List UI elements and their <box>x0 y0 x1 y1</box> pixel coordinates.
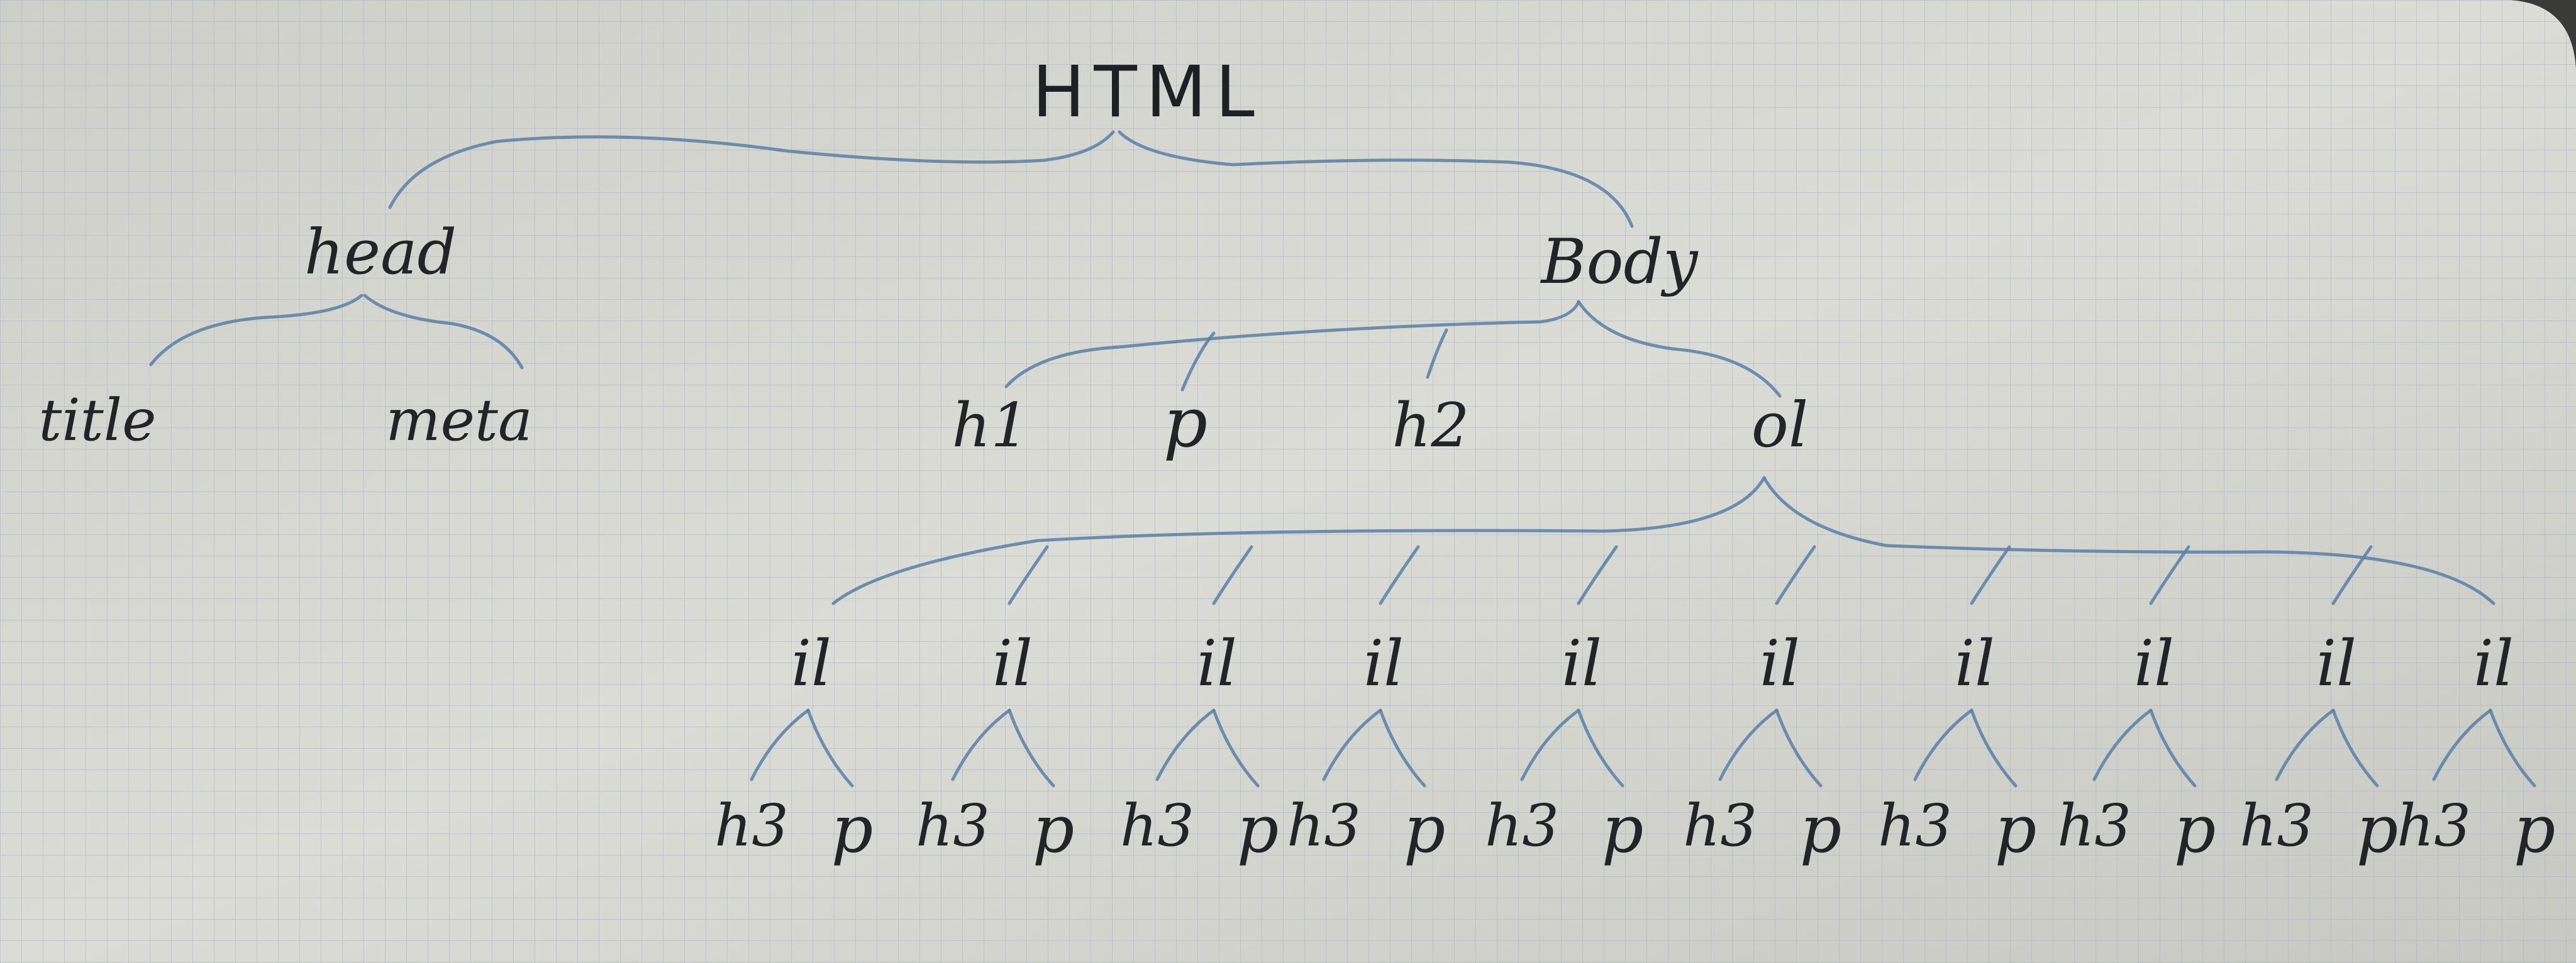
item-il-3: il <box>1197 627 1237 700</box>
edge-body-ol <box>1577 300 1782 398</box>
item-il-9: il <box>2316 627 2357 700</box>
edge-ol-item-3 <box>1212 545 1253 605</box>
edge-il-h3-8 <box>2092 708 2153 781</box>
node-h2: h2 <box>1392 390 1470 461</box>
edge-html-body <box>1118 130 1634 228</box>
edge-ol-right <box>1762 476 2496 605</box>
edge-head-meta <box>363 294 524 370</box>
edge-ol-left <box>831 476 1766 605</box>
edge-il-p-8 <box>2149 708 2197 788</box>
node-head: head <box>304 217 457 289</box>
item-p-3: p <box>1237 791 1279 867</box>
item-h3-2: h3 <box>916 792 990 859</box>
edge-il-p-4 <box>1379 708 1426 788</box>
item-il-8: il <box>2134 627 2174 700</box>
node-body: Body <box>1540 226 1699 298</box>
item-p-9: p <box>2357 791 2399 867</box>
item-h3-10: h3 <box>2397 792 2471 859</box>
edge-ol-item-4 <box>1379 545 1420 605</box>
edge-il-h3-4 <box>1322 708 1382 781</box>
item-p-4: p <box>1404 791 1446 867</box>
edge-il-h3-1 <box>750 708 810 781</box>
item-h3-4: h3 <box>1287 792 1361 859</box>
edge-il-h3-6 <box>1718 708 1779 781</box>
edge-il-h3-10 <box>2432 708 2492 781</box>
edge-il-p-6 <box>1775 708 1823 788</box>
node-p: p <box>1163 382 1208 463</box>
item-h3-7: h3 <box>1878 792 1952 859</box>
item-p-8: p <box>2174 791 2216 867</box>
edge-il-h3-9 <box>2275 708 2335 781</box>
item-il-2: il <box>992 627 1033 700</box>
item-h3-5: h3 <box>1485 792 1559 859</box>
item-h3-1: h3 <box>714 792 789 859</box>
tree-labels: HTML head title meta Body h1 p h2 ol <box>38 52 1808 463</box>
edge-body-h1 <box>1004 300 1580 388</box>
edge-ol-item-9 <box>2331 545 2373 605</box>
edge-il-h3-2 <box>951 708 1011 781</box>
edge-body-p <box>1180 331 1216 392</box>
edge-il-p-1 <box>806 708 854 788</box>
item-il-6: il <box>1760 627 1800 700</box>
item-h3-3: h3 <box>1120 792 1194 859</box>
item-p-10: p <box>2514 791 2556 867</box>
edge-il-h3-7 <box>1913 708 1974 781</box>
edge-il-h3-5 <box>1520 708 1580 781</box>
item-il-4: il <box>1363 627 1404 700</box>
edge-il-p-7 <box>1970 708 2018 788</box>
item-il-5: il <box>1562 627 1602 700</box>
item-h3-6: h3 <box>1683 792 1757 859</box>
item-p-1: p <box>831 791 874 867</box>
item-p-6: p <box>1800 791 1842 867</box>
edge-html-head <box>388 130 1115 209</box>
node-meta: meta <box>386 387 533 454</box>
item-h3-8: h3 <box>2057 792 2131 859</box>
edge-ol-item-6 <box>1775 545 1816 605</box>
edge-ol-item-5 <box>1577 545 1618 605</box>
item-h3-9: h3 <box>2240 792 2314 859</box>
edge-il-p-2 <box>1008 708 1055 788</box>
tree-edges <box>149 130 2536 788</box>
item-p-5: p <box>1602 791 1644 867</box>
item-p-7: p <box>1995 791 2037 867</box>
edge-ol-item-8 <box>2149 545 2190 605</box>
edge-ol-item-2 <box>1008 545 1049 605</box>
item-p-2: p <box>1033 791 1075 867</box>
node-ol: ol <box>1752 390 1808 461</box>
edge-il-h3-3 <box>1155 708 1216 781</box>
item-il-10: il <box>2473 627 2514 700</box>
edge-il-p-5 <box>1577 708 1624 788</box>
node-html: HTML <box>1032 52 1263 133</box>
item-il-7: il <box>1955 627 1995 700</box>
node-h1: h1 <box>952 390 1030 461</box>
edge-ol-item-7 <box>1970 545 2011 605</box>
item-il-1: il <box>791 627 831 700</box>
edge-body-h2 <box>1426 328 1448 379</box>
node-title: title <box>38 387 156 454</box>
edge-head-title <box>149 294 364 366</box>
edge-il-p-10 <box>2489 708 2536 788</box>
edge-il-p-3 <box>1212 708 1260 788</box>
edge-il-p-9 <box>2331 708 2379 788</box>
